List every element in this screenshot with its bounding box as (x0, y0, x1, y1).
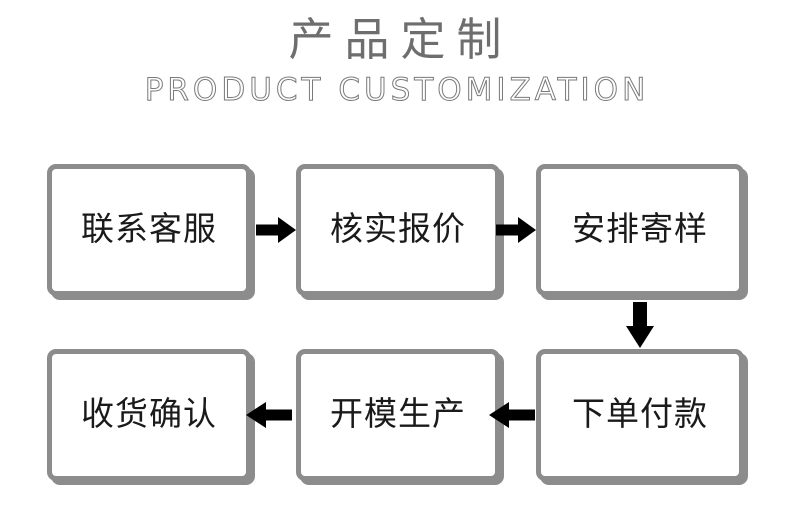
arrow-head (246, 402, 266, 428)
process-flow-diagram: 联系客服 核实报价 安排寄样 收货确认 开模生产 下单付款 (0, 150, 790, 510)
arrow-head (489, 402, 509, 428)
arrow-head (518, 217, 536, 243)
arrow-tail (509, 409, 535, 421)
flow-node-arrange-sample: 安排寄样 (536, 164, 744, 296)
flow-node-label: 安排寄样 (572, 212, 708, 248)
flow-node-label: 开模生产 (330, 397, 466, 433)
flow-node-verify-quote: 核实报价 (296, 164, 500, 296)
arrow-tail (633, 302, 647, 328)
flow-node-label: 收货确认 (81, 397, 217, 433)
flow-node-label: 下单付款 (572, 397, 708, 433)
page-title: 产品定制 (288, 15, 513, 65)
arrow-tail (496, 224, 518, 236)
arrow-left-icon (489, 401, 535, 429)
flow-node-order-payment: 下单付款 (536, 349, 744, 481)
flow-node-mold-production: 开模生产 (296, 349, 500, 481)
arrow-left-icon (246, 401, 292, 429)
page-subtitle: PRODUCT CUSTOMIZATION (144, 72, 650, 109)
flow-node-receipt-confirm: 收货确认 (47, 349, 251, 481)
flow-node-label: 联系客服 (81, 212, 217, 248)
arrow-head (626, 326, 654, 348)
arrow-tail (266, 409, 292, 421)
header: 产品定制 PRODUCT CUSTOMIZATION (0, 0, 790, 109)
arrow-down-icon (625, 302, 655, 348)
flow-node-label: 核实报价 (330, 212, 466, 248)
arrow-right-icon (256, 216, 296, 244)
flow-node-contact-support: 联系客服 (47, 164, 251, 296)
arrow-tail (256, 224, 278, 236)
arrow-head (278, 217, 296, 243)
arrow-right-icon (496, 216, 536, 244)
